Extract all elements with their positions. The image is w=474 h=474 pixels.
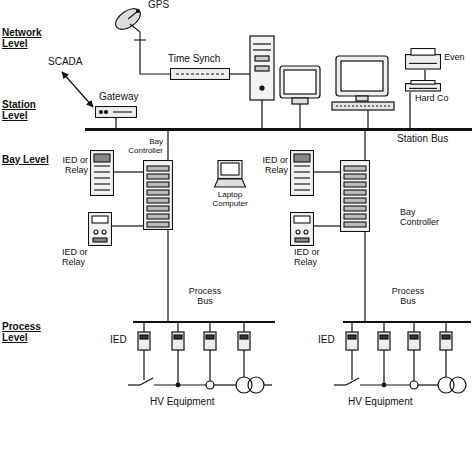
system-label: SCADA: [48, 57, 88, 68]
gateway-box: Gateway: [95, 106, 137, 118]
connector-line: [114, 171, 143, 172]
level-label: Process Level: [2, 322, 52, 344]
server-tower: [250, 36, 274, 100]
bay-controller: Bay Controller: [143, 160, 173, 230]
relay-unit: IED or Relay: [88, 212, 112, 246]
device-label: Bay Controller: [400, 208, 450, 227]
bus-drop: [299, 104, 300, 128]
device-icon: [214, 160, 246, 188]
device-icon: [85, 128, 472, 131]
device-label: IED: [110, 335, 140, 346]
device-icon: [95, 106, 137, 118]
relay-unit: IED or Relay: [90, 150, 114, 196]
device-icon: [343, 321, 471, 323]
hardcopy-printer: Hard Co: [405, 80, 441, 92]
device-icon: [170, 68, 230, 80]
connector-line: [424, 70, 425, 80]
level-label: Network Level: [2, 28, 52, 50]
device-icon: [143, 160, 173, 230]
device-label: Bay Controller: [121, 138, 163, 155]
device-label: Station Bus: [397, 134, 467, 145]
relay-unit: IED or Relay: [290, 150, 314, 196]
connector-line: [112, 225, 143, 226]
device-label: IED or Relay: [56, 156, 88, 175]
device-icon: [290, 212, 314, 246]
event-printer: Even: [405, 48, 441, 70]
device-label: GPS: [148, 0, 188, 11]
device-label: Process Bus: [185, 287, 225, 306]
bus-drop: [261, 100, 262, 128]
time-synch-unit: Time Synch: [170, 68, 230, 80]
connector-line: [167, 131, 168, 160]
process-left: [128, 323, 272, 393]
process-bus: Process Bus: [133, 321, 275, 323]
device-icon: [133, 321, 275, 323]
device-label: IED or Relay: [294, 248, 338, 267]
device-label: IED: [318, 335, 348, 346]
workstation: [332, 56, 394, 110]
bus-drop: [367, 110, 368, 128]
relay-unit: IED or Relay: [290, 212, 314, 246]
sync-wire: [230, 73, 250, 74]
level-label: Station Level: [2, 100, 52, 122]
process-bus: Process Bus: [343, 321, 471, 323]
device-label: IED or Relay: [62, 248, 106, 267]
monitor: [280, 66, 320, 104]
connector-line: [314, 225, 340, 226]
level-label: Bay Level: [2, 155, 52, 166]
device-label: IED or Relay: [256, 156, 288, 175]
connector-line: [314, 171, 340, 172]
device-label: Process Bus: [388, 287, 428, 306]
device-label: Time Synch: [168, 54, 238, 65]
device-label: Even: [444, 53, 472, 63]
device-label: Hard Co: [415, 94, 465, 104]
equipment-label: HV Equipment: [348, 397, 438, 408]
device-label: Gateway: [99, 92, 149, 103]
device-icon: [290, 150, 314, 196]
device-icon: [340, 160, 370, 232]
device-icon: [405, 48, 441, 70]
connector-line: [364, 232, 365, 321]
device-icon: [112, 6, 152, 42]
connector-line: [409, 92, 410, 128]
station-bus: Station Bus: [85, 128, 472, 131]
device-icon: [88, 212, 112, 246]
laptop-computer: Laptop Computer: [214, 160, 246, 188]
device-label: Laptop Computer: [206, 191, 254, 208]
scada-link: [62, 72, 93, 107]
connector-line: [115, 118, 116, 128]
connector-line: [140, 42, 170, 74]
device-icon: [405, 80, 441, 92]
satellite-dish: GPS: [112, 6, 152, 42]
device-icon: [90, 150, 114, 196]
connector-line: [167, 230, 168, 321]
connector-line: [364, 131, 365, 160]
process-right: [334, 323, 466, 393]
equipment-label: HV Equipment: [150, 397, 240, 408]
bay-controller: Bay Controller: [340, 160, 370, 232]
